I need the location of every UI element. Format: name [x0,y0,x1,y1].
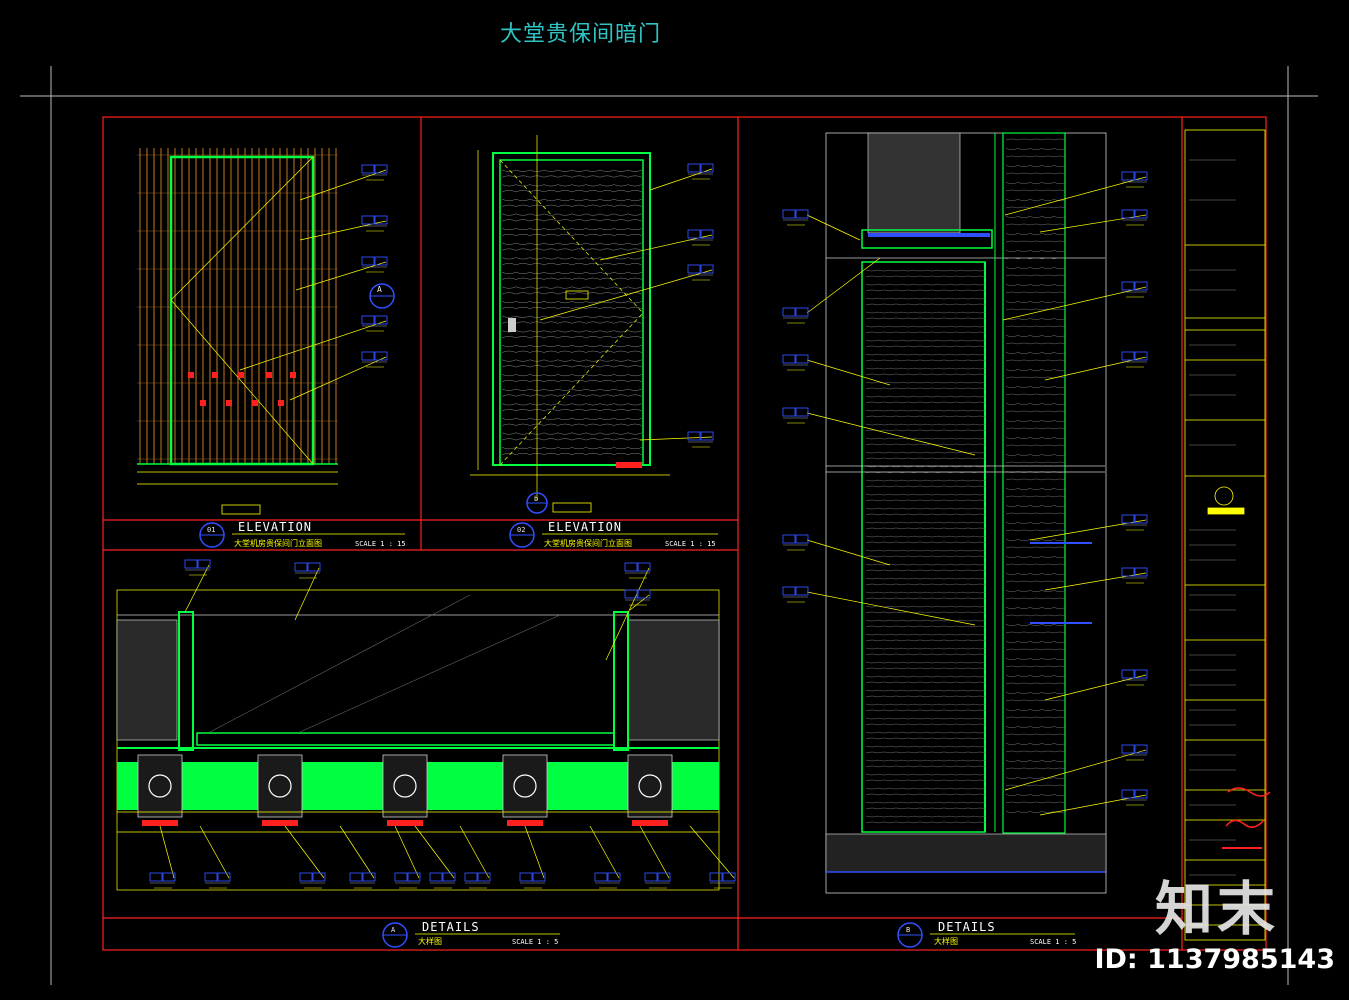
caption-02-id: 02 [517,526,525,534]
section-marker-b: b [534,495,538,503]
caption-02: 02 ELEVATION 大堂机房贵保间门立面图 SCALE 1 : 15 [509,520,718,548]
title-block [1184,129,1266,941]
caption-01-id: 01 [207,526,215,534]
caption-a-scale: SCALE 1 : 5 [512,938,558,946]
caption-b-id: B [906,926,910,934]
caption-02-scale: SCALE 1 : 15 [665,540,716,548]
caption-01: 01 ELEVATION 大堂机房贵保间门立面图 SCALE 1 : 15 [199,520,406,548]
sheet-frame [102,116,1267,951]
caption-a: A DETAILS 大样图 SCALE 1 : 5 [382,920,560,948]
title-block-stamps [1222,787,1271,849]
caption-b-subtitle: 大样图 [934,936,958,946]
caption-b: B DETAILS 大样图 SCALE 1 : 5 [897,920,1076,948]
annotation-tags [149,163,1148,889]
detail-b-drawing [825,132,1107,894]
caption-02-title: ELEVATION [548,520,622,534]
caption-a-id: A [391,926,396,934]
caption-a-title: DETAILS [422,920,480,934]
watermark-id: ID: 1137985143 [1094,944,1335,975]
caption-01-subtitle: 大堂机房贵保间门立面图 [234,538,322,548]
sheet-title: 大堂贵保间暗门 [500,22,662,47]
door-leaf-outline [169,155,315,466]
panel-dividers [103,117,1183,950]
trim-marks [20,66,1318,985]
watermark-logo: 知末 [1154,875,1279,943]
caption-01-title: ELEVATION [238,520,312,534]
caption-b-scale: SCALE 1 : 5 [1030,938,1076,946]
caption-a-subtitle: 大样图 [418,936,442,946]
elevation-01-drawing: A [137,148,395,515]
section-marker-a: A [377,285,382,294]
caption-01-scale: SCALE 1 : 15 [355,540,406,548]
detail-a-drawing [116,589,720,891]
caption-02-subtitle: 大堂机房贵保间门立面图 [544,538,632,548]
caption-b-title: DETAILS [938,920,996,934]
elevation-02-drawing: b [470,135,670,514]
